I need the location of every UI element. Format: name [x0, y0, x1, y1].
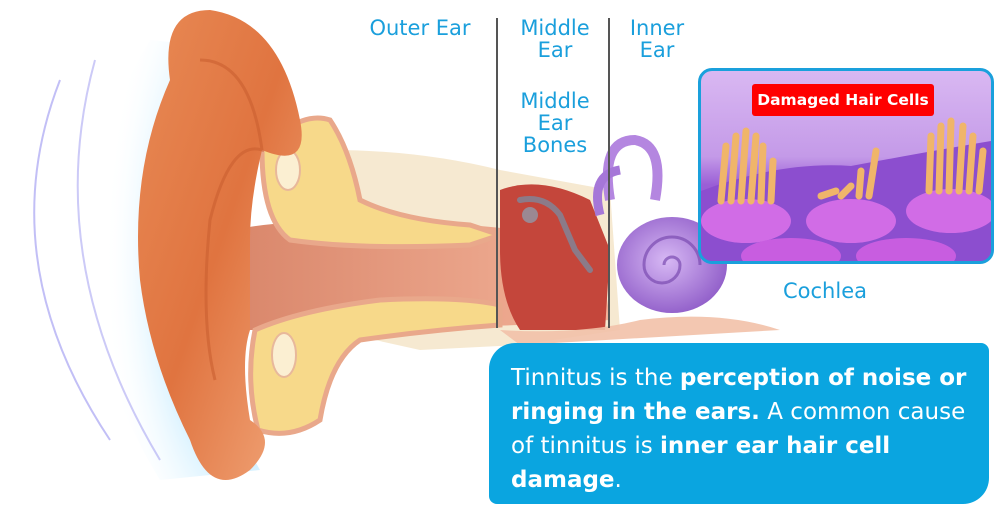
hair-cell-bundles — [717, 117, 987, 205]
hair-cells-inset — [698, 68, 994, 264]
label-outer-ear: Outer Ear — [369, 16, 471, 40]
label-inner-ear: Inner Ear — [629, 16, 685, 62]
label-cochlea: Cochlea — [783, 279, 867, 303]
divider-outer-middle — [496, 18, 498, 328]
label-middle-ear-bones: Middle Ear Bones — [520, 89, 590, 157]
damaged-hair-cells-badge: Damaged Hair Cells — [752, 84, 934, 116]
tinnitus-info-box: Tinnitus is the perception of noise or r… — [489, 343, 989, 504]
hair-cells-illustration — [701, 117, 991, 261]
label-middle-ear: Middle Ear — [520, 16, 590, 62]
divider-middle-inner — [608, 18, 610, 328]
